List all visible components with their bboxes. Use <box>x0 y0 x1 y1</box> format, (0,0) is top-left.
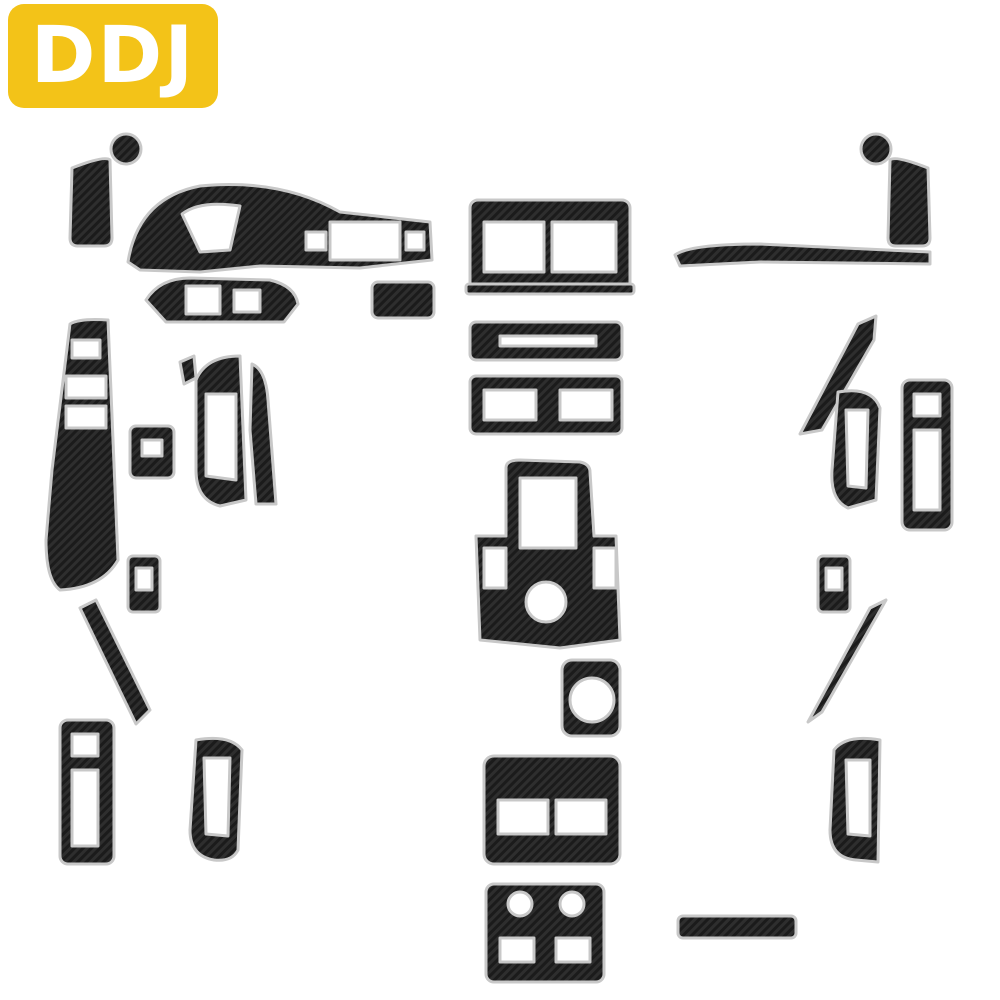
rear-pillar-strip-left <box>78 598 152 726</box>
left-round-speaker-cover <box>109 132 143 166</box>
right-air-vent-trim <box>886 157 932 248</box>
left-air-vent-trim <box>68 157 114 248</box>
steering-switch-panel <box>144 276 300 324</box>
side-vent-trim-right <box>798 314 878 436</box>
rear-seat-heating-panel <box>484 882 606 984</box>
driver-window-switch-panel <box>44 318 120 592</box>
small-dash-strip <box>676 914 798 940</box>
right-round-speaker-cover <box>859 132 893 166</box>
rear-air-outlet-panel <box>482 754 622 866</box>
dashboard-strip-right <box>673 242 932 268</box>
brand-logo-badge: DDJ <box>8 4 218 108</box>
start-button-trim <box>370 280 436 320</box>
rear-pillar-strip-right <box>806 598 888 724</box>
gear-shift-panel <box>474 458 622 650</box>
brand-logo-text: DDJ <box>30 11 196 101</box>
